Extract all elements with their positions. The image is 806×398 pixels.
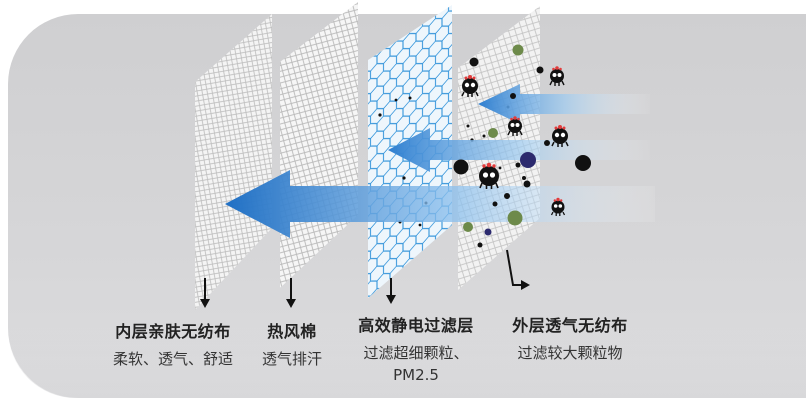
layer-label-cotton: 热风棉 透气排汗: [248, 318, 336, 370]
layer-label-filter: 高效静电过滤层 过滤超细颗粒、 PM2.5: [346, 312, 486, 386]
layer-hot-air-cotton: [280, 2, 358, 288]
airflow-arrow-icon: [225, 84, 655, 238]
layer-desc: 柔软、透气、舒适: [112, 350, 233, 368]
layer-inner-nonwoven: [195, 14, 272, 310]
layer-title: 内层亲肤无纺布: [115, 322, 231, 341]
layer-label-outer: 外层透气无纺布 过滤较大颗粒物: [495, 312, 645, 364]
layer-desc: 过滤较大颗粒物: [517, 344, 623, 362]
particles: [453, 44, 591, 248]
layer-label-inner: 内层亲肤无纺布 柔软、透气、舒适: [88, 318, 258, 370]
down-arrow-icon: [200, 249, 530, 308]
layer-desc-line: PM2.5: [393, 366, 439, 384]
layer-title: 高效静电过滤层: [358, 316, 474, 335]
layer-desc-line: 过滤超细颗粒、: [363, 344, 469, 362]
layer-title: 热风棉: [267, 322, 317, 341]
layer-desc: 过滤超细颗粒、 PM2.5: [346, 342, 486, 386]
layer-desc: 透气排汗: [261, 350, 322, 368]
background-fade: [8, 330, 806, 398]
bacteria-icon: [461, 66, 569, 216]
layer-title: 外层透气无纺布: [512, 316, 628, 335]
